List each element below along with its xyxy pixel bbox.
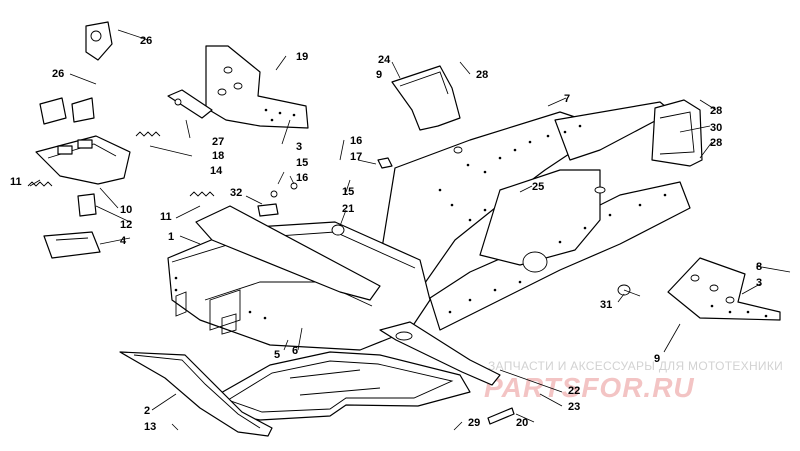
coil-spring bbox=[189, 191, 215, 197]
watermark-logo: PARTSFOR.RU bbox=[484, 372, 695, 403]
main-frame bbox=[167, 101, 691, 386]
callout-17: 17 bbox=[350, 151, 362, 163]
callout-28-a: 28 bbox=[476, 69, 488, 81]
callout-26-b: 26 bbox=[52, 68, 64, 80]
callout-30: 30 bbox=[710, 122, 722, 134]
callout-16-b: 16 bbox=[350, 135, 362, 147]
washer bbox=[270, 182, 298, 198]
callout-18: 18 bbox=[212, 150, 224, 162]
console-housing bbox=[35, 135, 131, 185]
callout-15-b: 15 bbox=[342, 186, 354, 198]
callout-9-bottom: 9 bbox=[654, 353, 660, 365]
mounting-bracket bbox=[391, 65, 461, 131]
callout-28-c: 28 bbox=[710, 137, 722, 149]
callout-21: 21 bbox=[342, 203, 354, 215]
watermark-subtitle: ЗАПЧАСТИ И АКСЕССУАРЫ ДЛЯ МОТОТЕХНИКИ bbox=[488, 359, 783, 373]
tension-spring bbox=[135, 131, 161, 137]
callout-31: 31 bbox=[600, 299, 612, 311]
callout-7: 7 bbox=[564, 93, 570, 105]
callout-28-b: 28 bbox=[710, 105, 722, 117]
callout-27: 27 bbox=[212, 136, 224, 148]
rear-running-board bbox=[667, 257, 781, 321]
callout-15-a: 15 bbox=[296, 157, 308, 169]
callout-32: 32 bbox=[230, 187, 242, 199]
fuse-box bbox=[43, 231, 101, 259]
callout-25: 25 bbox=[532, 181, 544, 193]
callout-labels: 26 26 19 3 27 18 14 15 16 32 16 17 15 21… bbox=[10, 35, 762, 433]
callout-10: 10 bbox=[120, 204, 132, 216]
callout-5: 5 bbox=[274, 349, 280, 361]
callout-22: 22 bbox=[568, 385, 580, 397]
callout-2: 2 bbox=[144, 405, 150, 417]
leader-lines bbox=[29, 29, 791, 431]
callout-12: 12 bbox=[120, 219, 132, 231]
callout-14: 14 bbox=[210, 165, 223, 177]
belly-pan bbox=[211, 351, 471, 421]
relay-module bbox=[39, 97, 95, 125]
callout-6: 6 bbox=[292, 345, 298, 357]
wire-retainer bbox=[77, 193, 97, 217]
callout-13: 13 bbox=[144, 421, 156, 433]
callout-20: 20 bbox=[516, 417, 528, 429]
handle-grip bbox=[487, 407, 515, 425]
callout-23: 23 bbox=[568, 401, 580, 413]
callout-4: 4 bbox=[120, 235, 127, 247]
callout-3-rear: 3 bbox=[756, 277, 762, 289]
bumper-pad bbox=[257, 203, 279, 217]
callout-11-a: 11 bbox=[10, 176, 22, 188]
callout-9-top: 9 bbox=[376, 69, 382, 81]
snow-flap bbox=[651, 99, 703, 167]
callout-29: 29 bbox=[468, 417, 480, 429]
callout-24: 24 bbox=[378, 54, 391, 66]
return-spring bbox=[27, 181, 53, 187]
callout-16-a: 16 bbox=[296, 172, 308, 184]
grommet bbox=[331, 224, 345, 236]
callout-19: 19 bbox=[296, 51, 308, 63]
callout-8: 8 bbox=[756, 261, 762, 273]
solenoid bbox=[85, 21, 113, 61]
callout-1: 1 bbox=[168, 231, 174, 243]
callout-26-a: 26 bbox=[140, 35, 152, 47]
hex-bolt bbox=[377, 157, 393, 169]
shock-strut bbox=[167, 89, 213, 119]
callout-3-front: 3 bbox=[296, 141, 302, 153]
callout-11-b: 11 bbox=[160, 211, 172, 223]
front-running-board bbox=[205, 45, 309, 129]
front-skid-plate bbox=[119, 351, 273, 437]
